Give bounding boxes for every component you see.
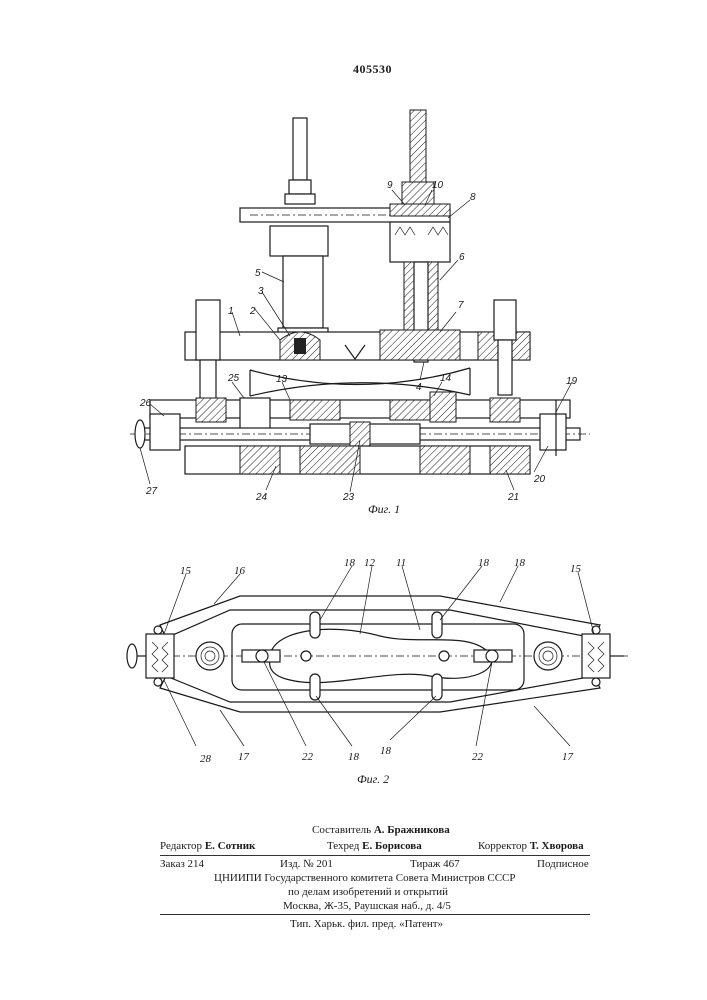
fig1-label-4: 4 xyxy=(416,382,422,393)
fig2-label-18-c: 18 xyxy=(514,557,526,569)
figure-1-caption: Фиг. 1 xyxy=(368,502,400,517)
fig2-label-18-d: 18 xyxy=(348,751,360,763)
fig2-label-17-right: 17 xyxy=(562,751,574,763)
roller-left xyxy=(196,642,224,670)
fig1-label-1: 1 xyxy=(228,306,234,317)
techred-line: Техред Е. Борисова xyxy=(327,840,422,852)
left-post xyxy=(196,300,220,360)
techred-label: Техред xyxy=(327,840,359,852)
subscription: Подписное xyxy=(537,858,589,870)
fig2-label-18-e: 18 xyxy=(380,745,392,757)
patent-number: 405530 xyxy=(353,62,392,77)
corrector-name: Т. Хворова xyxy=(530,840,584,852)
figure-2-caption: Фиг. 2 xyxy=(357,772,389,787)
editor-name: Е. Сотник xyxy=(205,840,256,852)
figure-1: 9 10 8 6 7 5 3 2 1 13 14 4 25 26 19 20 2… xyxy=(0,100,707,500)
figure-2-drawing: 15 16 18 12 11 18 18 15 28 17 22 18 18 2… xyxy=(0,550,707,780)
fig2-label-15-right: 15 xyxy=(570,563,582,575)
fig2-label-22-left: 22 xyxy=(302,751,314,763)
cylinder-5 xyxy=(283,256,323,328)
print-run: Тираж 467 xyxy=(410,858,460,870)
fig1-label-3: 3 xyxy=(258,286,264,297)
column-top xyxy=(293,118,307,180)
fig1-label-26: 26 xyxy=(139,398,152,409)
editor-label: Редактор xyxy=(160,840,202,852)
org-line-2: по делам изобретений и открытий xyxy=(288,886,448,898)
fig2-label-11: 11 xyxy=(396,557,406,569)
roller-right xyxy=(534,642,562,670)
fig1-label-23: 23 xyxy=(342,492,355,500)
fig1-label-10: 10 xyxy=(432,180,444,191)
printer-line: Тип. Харьк. фил. пред. «Патент» xyxy=(290,918,443,930)
fig1-label-25: 25 xyxy=(227,373,240,384)
org-line-3: Москва, Ж-35, Раушская наб., д. 4/5 xyxy=(283,900,451,912)
figure-1-drawing: 9 10 8 6 7 5 3 2 1 13 14 4 25 26 19 20 2… xyxy=(0,100,707,500)
compiler-line: Составитель А. Бражникова xyxy=(312,824,450,836)
fig1-label-5: 5 xyxy=(255,268,261,279)
end-clamp-left xyxy=(146,634,174,678)
figure-2: 15 16 18 12 11 18 18 15 28 17 22 18 18 2… xyxy=(0,550,707,780)
fig1-label-19: 19 xyxy=(566,376,578,387)
handwheel-27 xyxy=(135,420,145,448)
fig2-label-17-left: 17 xyxy=(238,751,250,763)
fig1-label-14: 14 xyxy=(440,373,452,384)
fig2-label-18-a: 18 xyxy=(344,557,356,569)
fig1-label-7: 7 xyxy=(458,300,464,311)
column-collar xyxy=(285,194,315,204)
fig2-label-15-left: 15 xyxy=(180,565,192,577)
fig1-label-24: 24 xyxy=(255,492,268,500)
cylinder-head xyxy=(270,226,328,256)
imprint-rule-top xyxy=(160,855,590,856)
column-nut xyxy=(289,180,311,194)
techred-name: Е. Борисова xyxy=(362,840,422,852)
editor-line: Редактор Е. Сотник xyxy=(160,840,255,852)
compiler-label: Составитель xyxy=(312,824,371,836)
fig2-label-16: 16 xyxy=(234,565,246,577)
fig2-label-28: 28 xyxy=(200,753,212,765)
fig1-label-13: 13 xyxy=(276,374,288,385)
end-clamp-right xyxy=(582,634,610,678)
fig1-label-8: 8 xyxy=(470,192,476,203)
knob-left xyxy=(127,644,137,668)
right-post xyxy=(494,300,516,340)
imprint-rule-bottom xyxy=(160,914,590,915)
org-line-1: ЦНИИПИ Государственного комитета Совета … xyxy=(214,872,516,884)
fig1-label-21: 21 xyxy=(507,492,519,500)
fig2-label-12: 12 xyxy=(364,557,376,569)
order-number: Заказ 214 xyxy=(160,858,204,870)
fig1-label-6: 6 xyxy=(459,252,465,263)
fig1-label-2: 2 xyxy=(249,306,256,317)
edition-number: Изд. № 201 xyxy=(280,858,333,870)
fig2-label-18-b: 18 xyxy=(478,557,490,569)
compiler-name: А. Бражникова xyxy=(374,824,450,836)
fig1-label-9: 9 xyxy=(387,180,393,191)
corrector-line: Корректор Т. Хворова xyxy=(478,840,584,852)
fig1-label-27: 27 xyxy=(145,486,158,497)
fig1-label-20: 20 xyxy=(533,474,546,485)
fig2-label-22-right: 22 xyxy=(472,751,484,763)
corrector-label: Корректор xyxy=(478,840,527,852)
spindle-top xyxy=(410,110,426,182)
